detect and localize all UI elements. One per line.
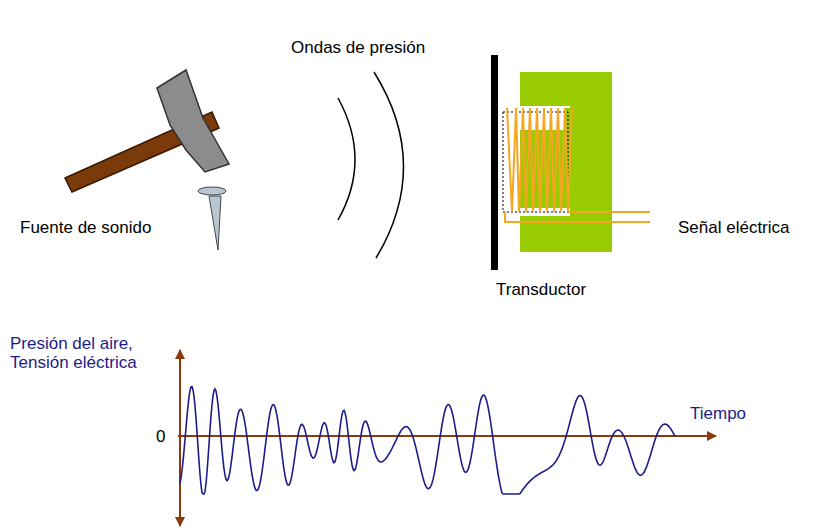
signal-label: Señal eléctrica (678, 218, 790, 237)
source-label: Fuente de sonido (20, 218, 151, 237)
axis-label: Tiempo (690, 404, 746, 423)
hammer (65, 70, 229, 192)
coil-windings (507, 108, 572, 212)
transducer-label: Transductor (496, 280, 586, 299)
pressure-waves (338, 72, 404, 258)
nail (198, 187, 226, 250)
axis-label: Presión del aire, Tensión eléctrica (10, 334, 170, 372)
axes (178, 350, 716, 526)
zero-label: 0 (156, 427, 165, 446)
wave-label: Ondas de presión (291, 38, 425, 57)
transducer (491, 55, 650, 270)
signal-waveform (180, 387, 675, 494)
